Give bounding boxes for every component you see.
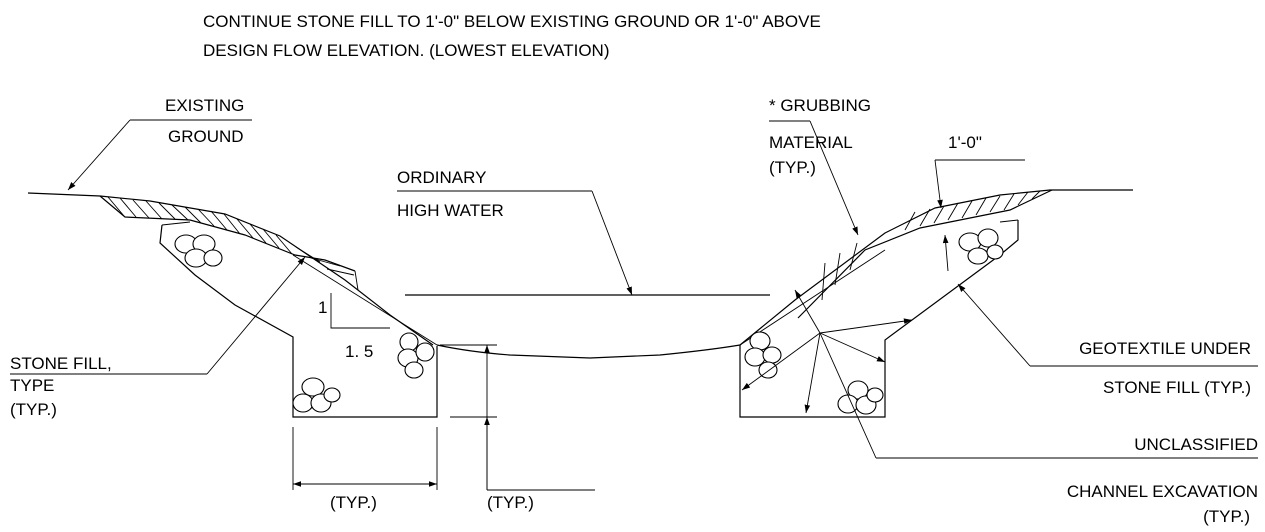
- slope-run-label: 1. 5: [345, 342, 373, 361]
- stone-fill-label-1: STONE FILL,: [10, 354, 112, 373]
- stone-fill-callout: STONE FILL, TYPE (TYP.): [10, 256, 306, 419]
- one-foot-callout: 1'-0": [934, 133, 1025, 272]
- one-foot-label: 1'-0": [948, 133, 982, 152]
- right-bank: [739, 189, 1133, 346]
- existing-ground-label-2: GROUND: [168, 127, 244, 146]
- right-stone-fill: [739, 219, 1019, 418]
- depth-dimension: (TYP.): [440, 344, 595, 512]
- existing-ground-label-1: EXISTING: [165, 96, 244, 115]
- grubbing-label-3: (TYP.): [769, 158, 816, 177]
- right-rocks-toe: [744, 331, 782, 379]
- width-dimension: (TYP.): [292, 427, 438, 512]
- channel-bottom: [436, 344, 741, 359]
- excavation-label-2: CHANNEL EXCAVATION: [1067, 482, 1258, 501]
- right-rocks-trench: [837, 380, 884, 415]
- excavation-arrows: [741, 289, 1258, 459]
- left-rocks-top: [174, 234, 223, 268]
- existing-ground-callout: EXISTING GROUND: [67, 96, 252, 191]
- slope-indicator: 1 1. 5: [318, 293, 390, 361]
- left-grubbing-hatch: [107, 196, 359, 291]
- slope-rise-label: 1: [318, 298, 327, 317]
- right-grubbing-hatch: [821, 190, 1041, 301]
- stone-fill-label-2: TYPE: [10, 376, 54, 395]
- geotextile-label-1: GEOTEXTILE UNDER: [1079, 339, 1251, 358]
- grubbing-label-2: MATERIAL: [769, 133, 853, 152]
- left-rocks-trench: [292, 377, 341, 413]
- grubbing-label-1: * GRUBBING: [769, 96, 871, 115]
- ordinary-high-water-callout: ORDINARY HIGH WATER: [397, 168, 633, 296]
- ohw-label-1: ORDINARY: [397, 168, 486, 187]
- left-stone-fill: [159, 221, 438, 418]
- right-rocks-top: [958, 228, 1004, 265]
- left-bank: [27, 192, 434, 346]
- depth-typ-label: (TYP.): [487, 493, 534, 512]
- geotextile-label-2: STONE FILL (TYP.): [1103, 378, 1251, 397]
- excavation-callout: UNCLASSIFIED CHANNEL EXCAVATION (TYP.): [1067, 435, 1258, 526]
- width-typ-label: (TYP.): [330, 493, 377, 512]
- excavation-label-1: UNCLASSIFIED: [1134, 435, 1258, 454]
- left-rocks-toe: [397, 332, 435, 379]
- grubbing-callout: * GRUBBING MATERIAL (TYP.): [769, 96, 871, 236]
- note-line-1: CONTINUE STONE FILL TO 1'-0" BELOW EXIST…: [203, 12, 821, 31]
- geotextile-callout: GEOTEXTILE UNDER STONE FILL (TYP.): [957, 283, 1258, 397]
- note-line-2: DESIGN FLOW ELEVATION. (LOWEST ELEVATION…: [203, 41, 610, 60]
- stone-fill-label-3: (TYP.): [10, 400, 57, 419]
- ohw-label-2: HIGH WATER: [397, 201, 504, 220]
- excavation-label-3: (TYP.): [1203, 507, 1250, 526]
